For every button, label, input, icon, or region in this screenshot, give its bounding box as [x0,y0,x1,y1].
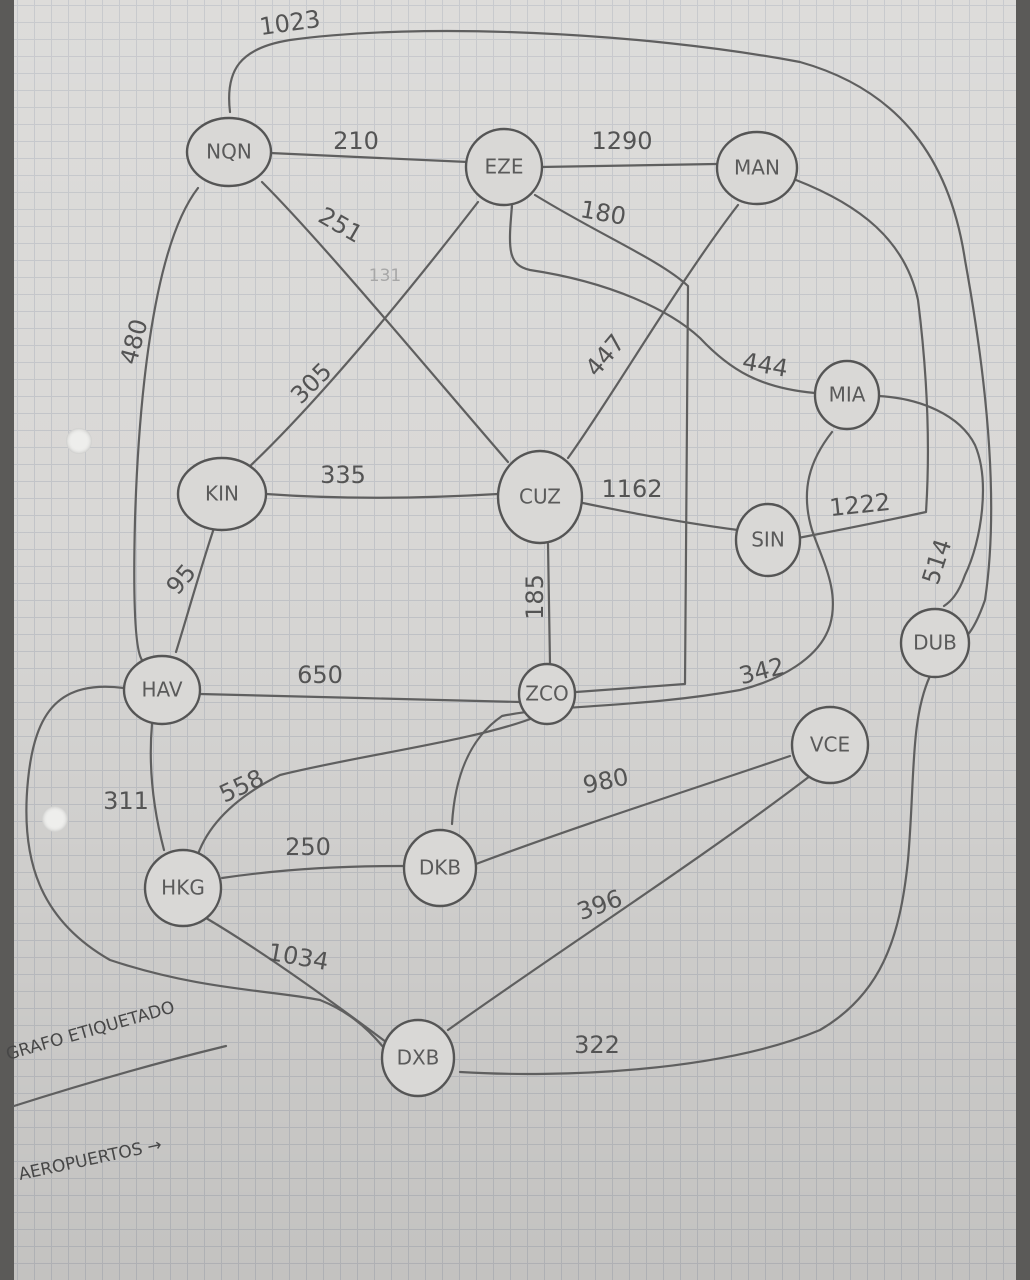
node-kin-label: KIN [205,482,239,506]
weight-label-vce-dxb: 396 [573,884,626,926]
node-hkg-label: HKG [161,876,205,900]
weight-label-hav-hkg: 311 [103,787,149,815]
weight-label-hkg-dxb: 1034 [266,938,331,976]
node-dub-circle [899,607,971,679]
notes-title: GRAFO ETIQUETADO [4,998,177,1065]
node-mia: MIA [813,359,881,431]
weight-label-cuz-zco: 185 [521,574,549,620]
node-vce-label: VCE [810,733,850,757]
weight-label-eze-zco: 180 [578,195,628,231]
node-layer: NQN EZE MAN MIA KIN CUZ SIN DUB [122,116,971,1098]
node-man: MAN [715,130,799,206]
edge-eze-man [538,162,718,169]
node-sin-label: SIN [751,528,785,552]
node-hkg-circle [143,848,223,928]
node-hav: HAV [122,654,202,726]
node-dkb: DKB [402,828,478,908]
weight-label-dub-dxb: 322 [574,1031,620,1059]
edge-cuz-sin [576,500,740,532]
edge-zco-hkg [194,714,540,862]
node-mia-label: MIA [829,383,866,407]
node-vce-circle [790,705,870,785]
edge-hav-hkg [149,722,166,852]
faint-erased-mark: 131 [369,266,401,286]
node-sin: SIN [734,502,802,578]
node-cuz-label: CUZ [519,485,561,509]
node-cuz: CUZ [496,449,584,545]
edge-kin-cuz [264,492,500,499]
edge-eze-zco [533,193,690,694]
edge-nqn-cuz [260,180,510,464]
edge-nqn-eze [268,151,470,164]
node-nqn-circle [185,116,273,188]
node-cuz-circle [496,449,584,545]
node-eze-label: EZE [485,155,524,179]
edge-man-cuz [566,203,740,460]
node-sin-circle [734,502,802,578]
weight-label-cuz-sin: 1162 [601,475,662,503]
node-hkg: HKG [143,848,223,928]
weight-label-eze-man: 1290 [591,127,652,155]
edge-mia-dub [876,394,984,608]
weight-label-hav-zco: 650 [297,661,343,689]
weight-label-nqn-eze: 210 [333,127,379,155]
weight-label-mia-dkb: 342 [736,652,787,690]
node-mia-circle [813,359,881,431]
edge-mia-dkb [450,430,834,826]
weight-label-zco-hkg: 558 [215,764,268,809]
edge-kin-hav [174,526,216,654]
edge-vce-dxb [446,774,812,1032]
node-zco-circle [517,662,577,726]
weight-label-mia-dub: 514 [917,536,958,588]
node-man-label: MAN [734,156,780,180]
edge-layer [25,29,993,1076]
edge-cuz-zco [546,542,552,666]
weight-label-eze-mia: 444 [740,347,790,383]
node-dxb-label: DXB [397,1046,440,1070]
binder-hole-top [66,428,92,454]
node-zco: ZCO [517,662,577,726]
weight-label-dkb-vce: 980 [580,763,631,800]
notes-subtitle: AEROPUERTOS → [17,1135,164,1185]
node-dub-label: DUB [913,631,957,655]
edge-hkg-dkb [220,864,406,880]
node-dxb: DXB [380,1018,456,1098]
node-dkb-label: DKB [419,856,461,880]
edge-nqn-dub [228,29,993,642]
node-dub: DUB [899,607,971,679]
edge-eze-kin [246,200,480,470]
weight-label-kin-hav: 95 [161,559,202,600]
weight-label-man-sin: 1222 [828,488,892,522]
node-eze: EZE [464,127,544,207]
edge-hav-zco [198,692,522,704]
node-hav-label: HAV [141,678,182,702]
node-eze-circle [464,127,544,207]
weight-label-nqn-dub: 1023 [258,5,322,41]
edge-nqn-hav [133,186,200,662]
edge-hkg-dxb [204,916,388,1044]
notes-title-underline [12,1044,228,1108]
node-kin-circle [176,456,268,532]
node-dkb-circle [402,828,478,908]
node-kin: KIN [176,456,268,532]
node-vce: VCE [790,705,870,785]
weight-label-hkg-dkb: 250 [285,833,331,861]
weight-label-kin-cuz: 335 [320,461,366,489]
edge-dub-dxb [458,674,932,1076]
binder-hole-bottom [42,806,68,832]
node-hav-circle [122,654,202,726]
edge-man-sin [794,178,930,540]
weight-label-nqn-cuz: 251 [314,202,368,249]
handwritten-notes: GRAFO ETIQUETADO AEROPUERTOS → [4,998,228,1185]
edge-dkb-vce [474,754,792,866]
node-dxb-circle [380,1018,456,1098]
edge-hav-dxb-loop [25,685,386,1050]
node-zco-label: ZCO [525,682,568,706]
weight-label-eze-kin: 305 [285,357,337,409]
node-man-circle [715,130,799,206]
edge-eze-mia [508,204,817,395]
node-nqn: NQN [185,116,273,188]
node-nqn-label: NQN [206,140,252,164]
